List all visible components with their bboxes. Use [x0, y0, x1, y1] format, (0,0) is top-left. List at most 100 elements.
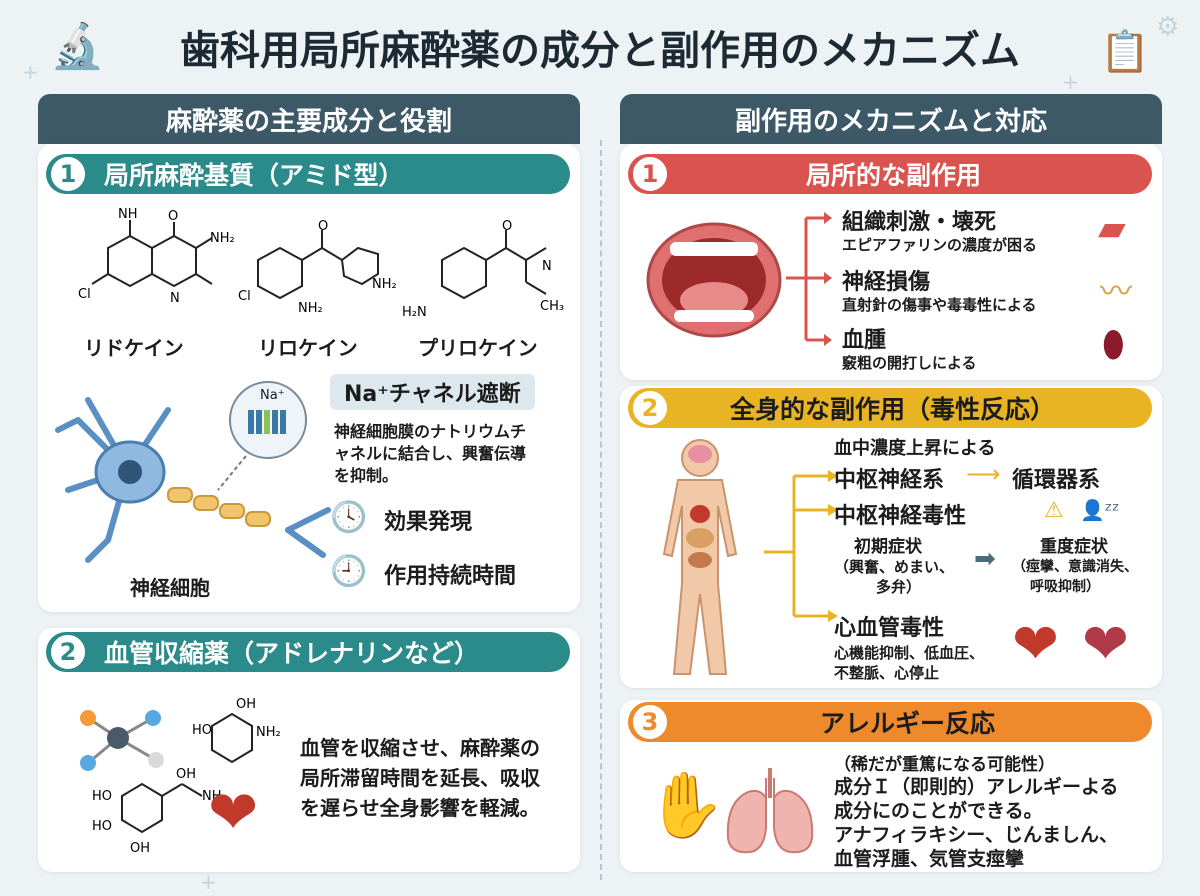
right-s1-number: 1 — [630, 154, 670, 194]
left-s2-number: 2 — [48, 632, 88, 672]
hematoma-icon: ⬮ — [1102, 324, 1125, 365]
hand-rash-icon: ✋ — [646, 769, 726, 843]
page-title: 歯科用局所麻酔薬の成分と副作用のメカニズム — [180, 28, 1020, 74]
svg-text:O: O — [318, 220, 328, 234]
molecule-rilocaine: O Cl NH₂ NH₂ — [238, 220, 397, 316]
severe-symptom-title: 重度症状 — [1040, 537, 1108, 557]
right-s3-number: 3 — [630, 702, 670, 742]
svg-text:HO: HO — [92, 819, 112, 834]
cns-label: 中枢神経系 — [834, 468, 945, 493]
local-item-2-title: 神経損傷 — [842, 270, 931, 295]
svg-text:O: O — [502, 220, 512, 234]
systemic-cause: 血中濃度上昇による — [834, 438, 996, 459]
molecule-lidocaine: NH Cl O NH₂ N — [78, 208, 235, 306]
early-symptom-title: 初期症状 — [854, 537, 922, 557]
unconscious-icon: 👤ᶻᶻ — [1080, 498, 1120, 522]
allergy-line-2: 成分Ｉ（即則的）アレルギーよる — [834, 776, 1119, 798]
clipboard-icon: 📋 — [1100, 29, 1150, 75]
local-item-1-desc: エピアファリンの濃度が困る — [842, 236, 1038, 254]
right-section-2: 2 全身的な副作用（毒性反応） 血中濃度上昇による 中枢神経系 ⟶ 循環器系 中… — [620, 386, 1162, 688]
molecule-adrenaline: HO OH NH₂ HO HO OH OH NH₂ — [92, 697, 281, 856]
svg-text:HO: HO — [192, 723, 212, 738]
svg-text:Cl: Cl — [238, 289, 251, 304]
early-symptom-desc-1: （興奮、めまい、 — [834, 558, 955, 576]
left-s1-number: 1 — [48, 154, 88, 194]
channel-desc-3: を抑制。 — [334, 466, 399, 485]
vasoconstrictor-desc-2: 局所滞留時間を延長、吸収 — [300, 766, 540, 790]
tissue-icon: ▰ — [1098, 208, 1126, 249]
channel-title: Na⁺チャネル遮断 — [330, 374, 535, 410]
svg-text:OH: OH — [236, 697, 256, 712]
allergy-line-5: 血管浮腫、気管支痙攣 — [834, 848, 1025, 870]
gear-icon: ⚙ — [1156, 12, 1180, 42]
left-section-2: 2 血管収縮薬（アドレナリンなど） HO OH NH₂ HO HO OH OH … — [38, 628, 580, 872]
cv-toxicity-desc-1: 心機能抑制、低血圧、 — [834, 644, 985, 662]
right-s2-title: 全身的な副作用（毒性反応） — [730, 395, 1056, 424]
vasoconstrictor-desc-3: を遅らせ全身影響を軽減。 — [300, 796, 540, 820]
svg-text:NH₂: NH₂ — [202, 789, 227, 804]
molecule-label-2: リロケイン — [258, 336, 358, 360]
plus-icon: + — [22, 60, 39, 84]
severe-symptom-desc-1: （痙攣、意識消失、 — [1012, 559, 1138, 575]
svg-text:H₂N: H₂N — [402, 305, 427, 320]
cv-toxicity-desc-2: 不整脈、心停止 — [834, 664, 940, 682]
local-item-3-title: 血腫 — [842, 328, 887, 353]
left-s2-pill: 2 血管収縮薬（アドレナリンなど） — [46, 632, 570, 672]
vasoconstrictor-desc-1: 血管を収縮させ、麻酔薬の — [300, 736, 540, 760]
left-s1-title: 局所麻酔基質（アミド型） — [104, 161, 404, 190]
svg-text:OH: OH — [130, 841, 150, 856]
microscope-icon: 🔬 — [50, 21, 105, 72]
svg-text:Cl: Cl — [78, 287, 91, 302]
branch-arrows — [786, 212, 832, 346]
early-symptom-desc-2: 多弁） — [876, 578, 922, 596]
right-section-1: 1 局所的な副作用 組織刺激・壊死 エピアファリンの濃度が困る 神経損傷 直射針… — [620, 144, 1162, 380]
molecule-prilocaine: O H₂N N CH₃ — [402, 220, 564, 320]
right-s3-pill: 3 アレルギー反応 — [628, 702, 1152, 742]
neuron-illustration — [55, 381, 331, 563]
svg-text:NH₂: NH₂ — [256, 725, 281, 740]
allergy-line-4: アナフィラキシー、じんましん、 — [834, 824, 1119, 846]
molecule-model — [80, 710, 164, 771]
svg-text:CH₃: CH₃ — [540, 299, 564, 314]
duration-label: 作用持続時間 — [384, 564, 517, 589]
column-divider — [600, 140, 602, 880]
severe-symptom-desc-2: 呼吸抑制） — [1030, 579, 1100, 595]
plus-icon: + — [1062, 70, 1079, 94]
local-item-1-title: 組織刺激・壊死 — [842, 210, 997, 235]
left-s2-title: 血管収縮薬（アドレナリンなど） — [104, 639, 480, 668]
na-ion-label: Na⁺ — [260, 388, 285, 403]
left-column-header: 麻酔薬の主要成分と役割 — [38, 94, 580, 144]
allergy-line-3: 成分にのことができる。 — [834, 800, 1043, 822]
right-section-3: 3 アレルギー反応 ✋ （稀だが重篤になる可能性） 成分Ｉ（即則的）アレルギーよ… — [620, 700, 1162, 872]
right-s2-number: 2 — [630, 388, 670, 428]
mouth-illustration — [646, 222, 782, 338]
left-s1-pill: 1 局所麻酔基質（アミド型） — [46, 154, 570, 194]
right-s3-title: アレルギー反応 — [820, 709, 996, 738]
timer-icon: 🕘 — [330, 554, 368, 589]
cns-to-cvs-arrow: ⟶ — [966, 460, 1001, 488]
left-section-1: 1 局所麻酔基質（アミド型） NH Cl O NH₂ N O Cl NH₂ NH… — [38, 144, 580, 612]
svg-text:NH₂: NH₂ — [298, 301, 323, 316]
clock-icon: 🕓 — [330, 500, 368, 535]
cns-toxicity-label: 中枢神経毒性 — [834, 504, 967, 529]
svg-text:HO: HO — [92, 789, 112, 804]
nerve-icon: 〰 — [1100, 272, 1133, 310]
molecule-label-1: リドケイン — [84, 336, 184, 360]
plus-icon: + — [200, 870, 217, 894]
cvs-label: 循環器系 — [1012, 468, 1101, 493]
warning-icon: ⚠ — [1044, 498, 1064, 523]
heart-icon: ❤ — [208, 778, 259, 848]
right-s1-pill: 1 局所的な副作用 — [628, 154, 1152, 194]
systemic-branch — [764, 470, 838, 622]
channel-desc-1: 神経細胞膜のナトリウムチ — [334, 422, 527, 441]
svg-text:NH₂: NH₂ — [372, 277, 397, 292]
right-s2-pill: 2 全身的な副作用（毒性反応） — [628, 388, 1152, 428]
lungs-illustration — [726, 768, 814, 854]
heart-icon-1: ❤ — [1012, 612, 1059, 677]
svg-text:N: N — [170, 291, 180, 306]
onset-label: 効果発現 — [384, 510, 473, 535]
svg-text:OH: OH — [176, 767, 196, 782]
allergy-line-1: （稀だが重篤になる可能性） — [834, 755, 1055, 775]
right-s1-title: 局所的な副作用 — [806, 161, 982, 190]
right-column-header: 副作用のメカニズムと対応 — [620, 94, 1162, 144]
